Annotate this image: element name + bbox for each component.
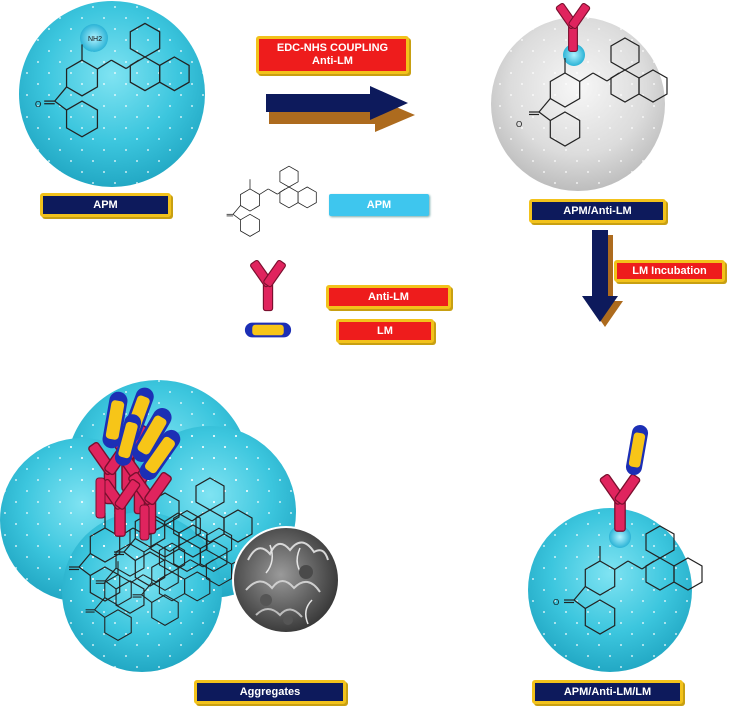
apm-particle — [19, 1, 205, 187]
carbonyl-o-label-1: O — [35, 100, 41, 109]
coupling-label-line2: Anti-LM — [312, 55, 353, 67]
legend-apm-molecule-icon — [226, 165, 317, 237]
legend-apm-label: APM — [329, 194, 429, 216]
arrow-right-icon — [266, 86, 415, 132]
carbonyl-o-label-3: O — [553, 598, 559, 607]
lm-capsule-icon — [624, 423, 650, 477]
nh2-label: NH2 — [88, 36, 102, 43]
apm-label: APM — [40, 193, 171, 217]
legend-lm-label: LM — [336, 319, 434, 343]
bound-glow — [609, 526, 631, 548]
sem-image-icon — [232, 526, 340, 634]
antibody-stack — [87, 423, 173, 541]
carbonyl-o-label-2: O — [516, 120, 522, 129]
nh2-glow — [80, 24, 108, 52]
legend-antibody-icon — [249, 259, 287, 312]
coupling-label-line1: EDC-NHS COUPLING — [276, 42, 389, 54]
apm-anti-lm-label: APM/Anti-LM — [529, 199, 666, 223]
aggregates-cluster — [0, 380, 340, 672]
legend-anti-lm-label: Anti-LM — [326, 285, 451, 309]
apm-anti-lm-particle — [491, 2, 668, 191]
aggregates-label: Aggregates — [194, 680, 346, 704]
arrow-down-icon — [582, 230, 623, 327]
apm-anti-lm-lm-label: APM/Anti-LM/LM — [532, 680, 683, 704]
lm-incubation-label: LM Incubation — [614, 260, 725, 282]
apm-anti-lm-lm-particle — [528, 423, 703, 672]
legend-lm-capsule-icon — [244, 322, 292, 338]
coupling-label: EDC-NHS COUPLING Anti-LM — [256, 36, 409, 74]
